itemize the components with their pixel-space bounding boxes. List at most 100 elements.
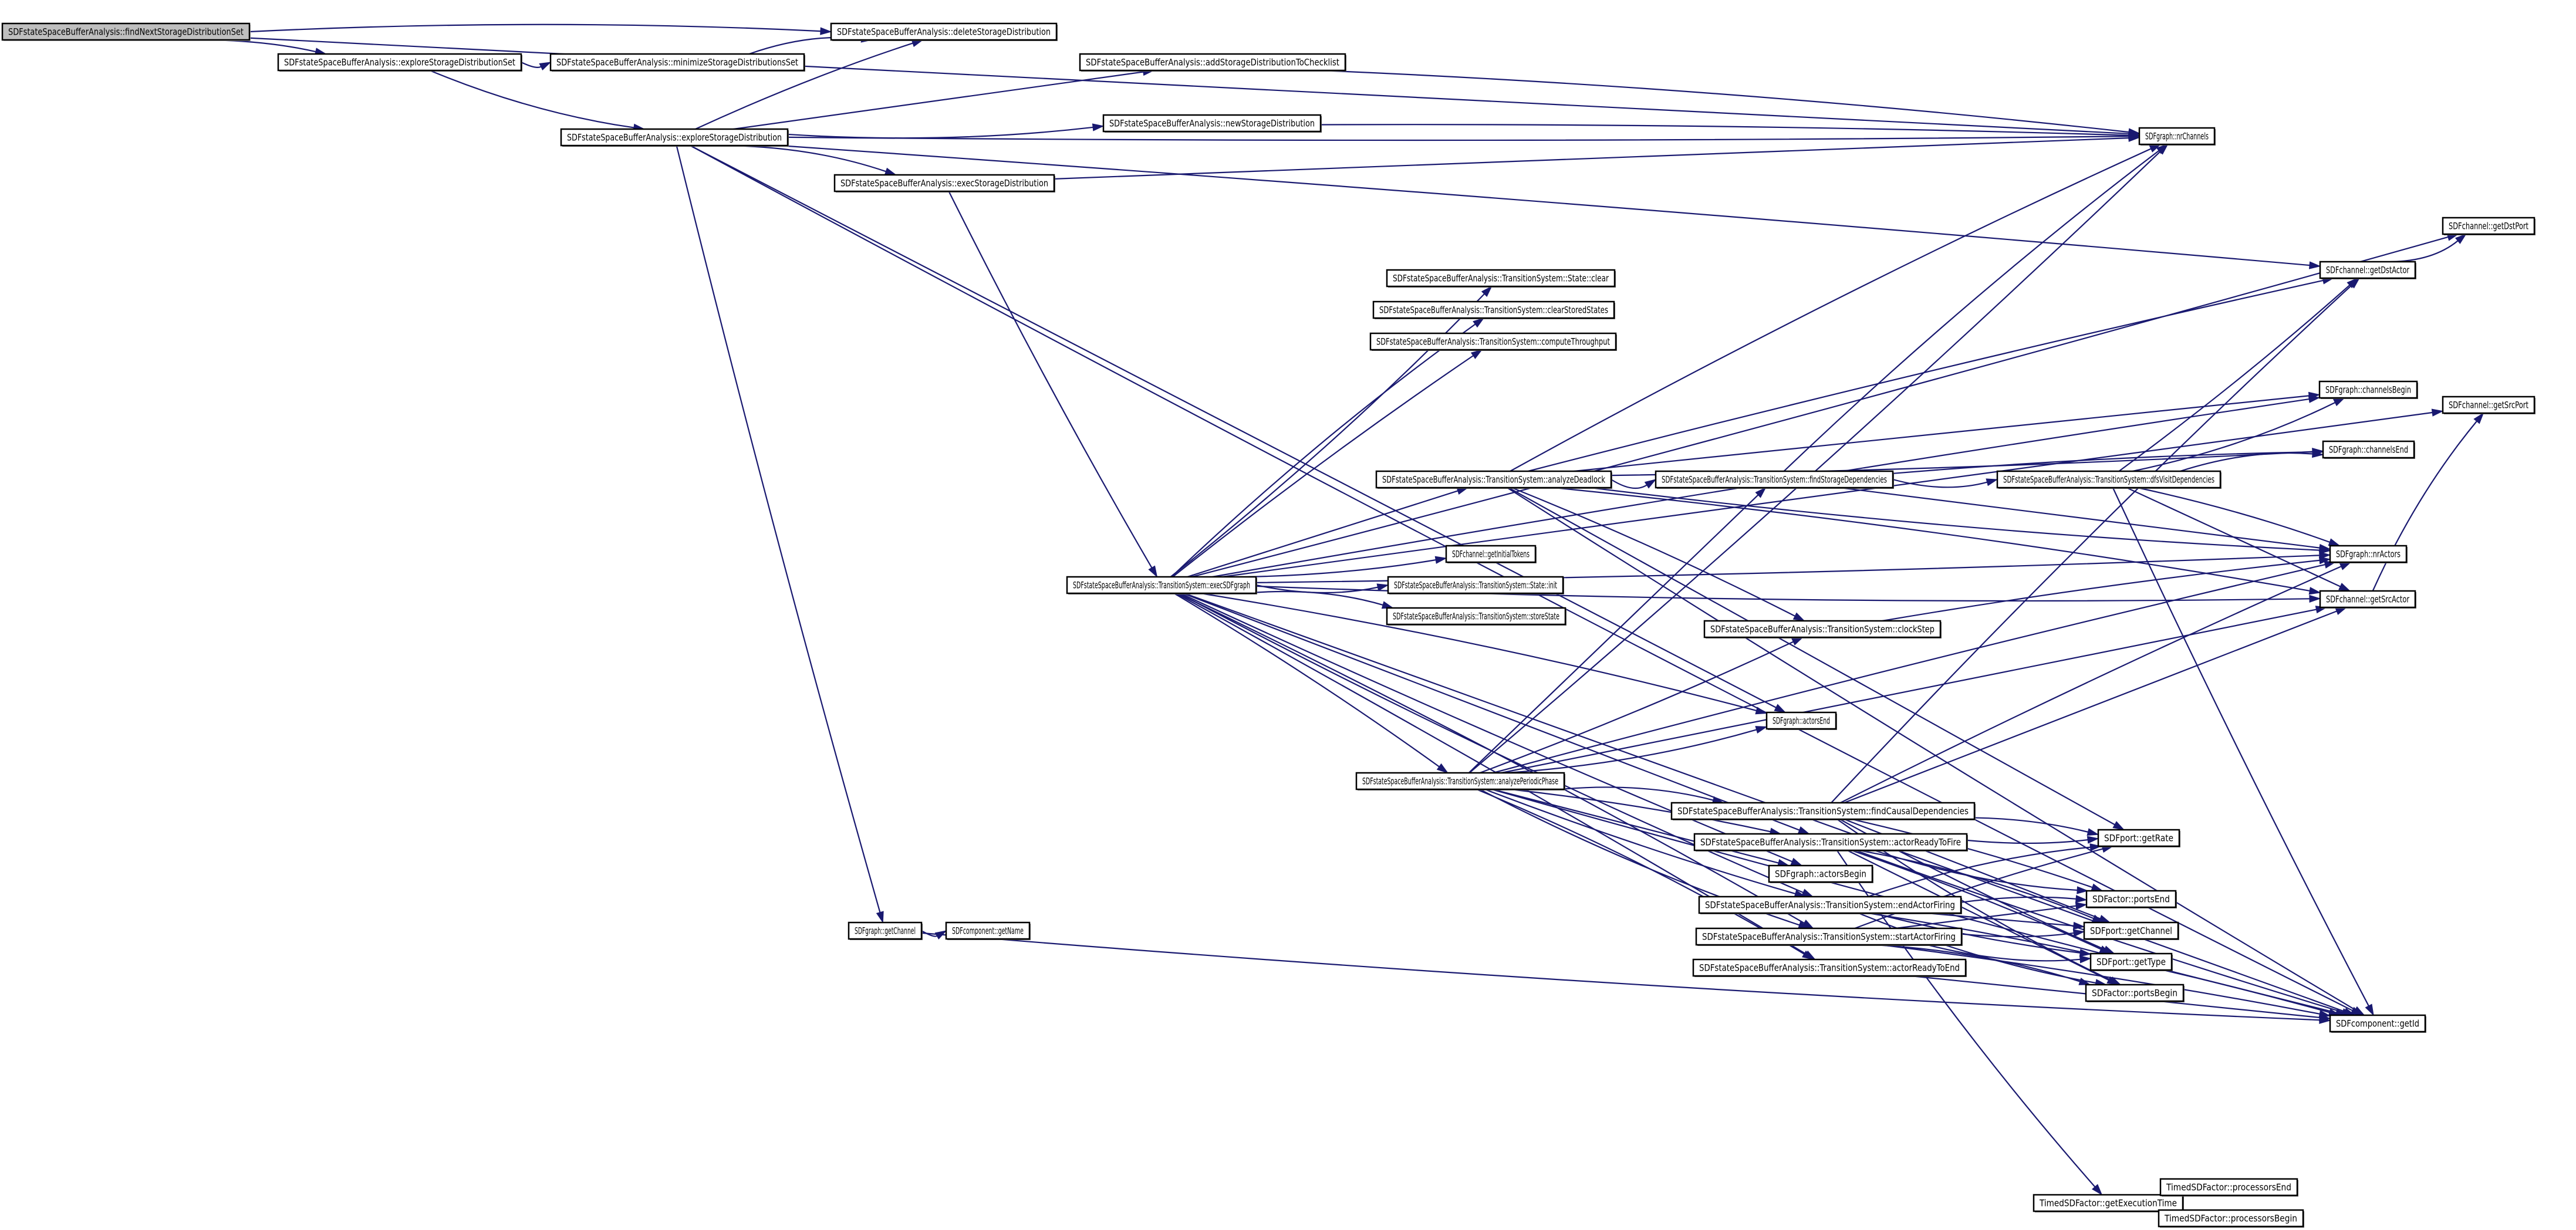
node-label: SDFstateSpaceBufferAnalysis::findNextSto… <box>8 26 244 38</box>
graph-node[interactable]: SDFstateSpaceBufferAnalysis::TransitionS… <box>1698 896 1962 914</box>
node-label: TimedSDFactor::processorsEnd <box>2166 1182 2291 1193</box>
edge-exploreSD-to-getDstActor <box>779 144 2310 266</box>
graph-node[interactable]: SDFstateSpaceBufferAnalysis::TransitionS… <box>1355 772 1565 790</box>
edge-analyzePeriodic-to-actorReadyToFire <box>1510 788 1771 833</box>
graph-node[interactable]: SDFstateSpaceBufferAnalysis::TransitionS… <box>1670 802 1976 820</box>
graph-node[interactable]: SDFport::getRate <box>2097 829 2180 847</box>
graph-node[interactable]: SDFstateSpaceBufferAnalysis::TransitionS… <box>1372 300 1615 319</box>
edge-execSDFgraph-to-computeTp <box>1172 355 1474 577</box>
edge-exploreSD-to-addToChecklist <box>733 71 1144 130</box>
edge-findStorageDeps-to-nrActors <box>1839 486 2320 549</box>
arrowhead-icon <box>2072 929 2085 937</box>
root-node[interactable]: SDFstateSpaceBufferAnalysis::findNextSto… <box>1 22 251 41</box>
arrowhead-icon <box>2308 587 2321 595</box>
graph-node[interactable]: SDFgraph::channelsBegin <box>2318 380 2418 399</box>
graph-node[interactable]: SDFactor::portsEnd <box>2085 890 2177 908</box>
graph-node[interactable]: SDFstateSpaceBufferAnalysis::execStorage… <box>833 174 1055 192</box>
graph-node[interactable]: SDFport::getType <box>2089 952 2173 971</box>
node-label: SDFstateSpaceBufferAnalysis::TransitionS… <box>1394 580 1557 591</box>
arrowhead-icon <box>1644 479 1657 489</box>
graph-node[interactable]: SDFstateSpaceBufferAnalysis::newStorageD… <box>1102 114 1322 133</box>
node-label: SDFstateSpaceBufferAnalysis::deleteStora… <box>837 26 1051 38</box>
graph-node[interactable]: SDFstateSpaceBufferAnalysis::TransitionS… <box>1655 470 1894 489</box>
graph-node[interactable]: SDFcomponent::getName <box>945 921 1031 940</box>
graph-node[interactable]: SDFstateSpaceBufferAnalysis::TransitionS… <box>1996 470 2221 489</box>
arrowhead-icon <box>1790 857 1803 866</box>
node-label: SDFactor::portsEnd <box>2092 894 2170 905</box>
graph-node[interactable]: SDFstateSpaceBufferAnalysis::TransitionS… <box>1387 576 1564 594</box>
node-box <box>1996 470 2221 489</box>
graph-node[interactable]: SDFgraph::nrActors <box>2329 545 2408 563</box>
edge-analyzeDeadlock-to-findStorageDeps <box>1611 479 1647 489</box>
node-label: SDFchannel::getDstActor <box>2326 265 2409 276</box>
node-box <box>1375 470 1612 489</box>
node-label: SDFstateSpaceBufferAnalysis::TransitionS… <box>1073 580 1250 591</box>
graph-node[interactable]: SDFgraph::nrChannels <box>2138 127 2216 146</box>
node-label: SDFstateSpaceBufferAnalysis::TransitionS… <box>1382 474 1606 485</box>
graph-node[interactable]: SDFgraph::getChannel <box>848 921 923 940</box>
node-box <box>2085 890 2177 908</box>
graph-node[interactable]: SDFgraph::actorsEnd <box>1765 711 1837 730</box>
arrowhead-icon <box>1797 826 1811 834</box>
graph-node[interactable]: SDFactor::portsBegin <box>2085 984 2185 1002</box>
node-box <box>1670 802 1976 820</box>
arrowhead-icon <box>1470 349 1483 359</box>
graph-node[interactable]: SDFchannel::getDstPort <box>2442 217 2536 235</box>
edge-execSDFgraph-to-actorReadyToFire <box>1183 592 1800 831</box>
graph-node[interactable]: SDFstateSpaceBufferAnalysis::TransitionS… <box>1375 470 1612 489</box>
edge-exploreSet-to-minimizeSet <box>521 62 542 68</box>
graph-node[interactable]: SDFchannel::getSrcPort <box>2442 396 2536 414</box>
edge-newSD-to-nrChannels <box>1320 124 2129 136</box>
node-label: SDFgraph::nrChannels <box>2145 131 2209 142</box>
graph-node[interactable]: SDFchannel::getSrcActor <box>2319 590 2416 609</box>
node-label: TimedSDFactor::getExecutionTime <box>2039 1198 2177 1209</box>
graph-node[interactable]: SDFstateSpaceBufferAnalysis::TransitionS… <box>1695 927 1963 946</box>
arrowhead-icon <box>2077 886 2089 894</box>
node-label: SDFstateSpaceBufferAnalysis::TransitionS… <box>1702 931 1956 942</box>
edge-getChannelGraph-to-getId <box>921 932 2320 1021</box>
edge-endActorFiring-to-getRate <box>1868 846 2091 898</box>
arrowhead-icon <box>2338 583 2351 592</box>
edge-analyzeDeadlock-to-getRate <box>1508 487 2115 826</box>
graph-node[interactable]: TimedSDFactor::processorsBegin <box>2158 1209 2304 1228</box>
graph-node[interactable]: SDFstateSpaceBufferAnalysis::exploreStor… <box>560 128 789 147</box>
arrowhead-icon <box>1755 707 1768 715</box>
graph-node[interactable]: SDFstateSpaceBufferAnalysis::addStorageD… <box>1079 53 1346 72</box>
node-box <box>1369 332 1617 351</box>
graph-node[interactable]: SDFport::getChannel <box>2083 921 2179 940</box>
graph-node[interactable]: SDFgraph::channelsEnd <box>2322 440 2415 459</box>
edge-findNext-to-nrChannels <box>249 37 2129 134</box>
node-box <box>1703 620 1942 638</box>
node-label: SDFgraph::channelsBegin <box>2325 384 2411 396</box>
node-box <box>2442 217 2536 235</box>
node-box <box>1066 576 1257 594</box>
graph-node[interactable]: SDFstateSpaceBufferAnalysis::TransitionS… <box>1703 620 1942 638</box>
graph-node[interactable]: SDFstateSpaceBufferAnalysis::deleteStora… <box>830 22 1058 41</box>
graph-node[interactable]: SDFstateSpaceBufferAnalysis::TransitionS… <box>1692 958 1967 977</box>
node-box <box>830 22 1058 41</box>
arrowhead-icon <box>2128 134 2141 142</box>
edge-execSDFgraph-to-getInitialTokens <box>1248 559 1436 578</box>
edge-analyzeDeadlock-to-nrChannels <box>1510 148 2152 472</box>
graph-node[interactable]: SDFstateSpaceBufferAnalysis::TransitionS… <box>1386 269 1616 288</box>
graph-node[interactable]: SDFchannel::getInitialTokens <box>1445 545 1537 563</box>
node-box <box>1 22 251 41</box>
graph-node[interactable]: SDFstateSpaceBufferAnalysis::minimizeSto… <box>549 53 805 72</box>
graph-node[interactable]: SDFstateSpaceBufferAnalysis::TransitionS… <box>1369 332 1617 351</box>
edge-endActorFiring-to-getType <box>1873 912 2081 954</box>
node-box <box>1692 958 1967 977</box>
edge-startActorFiring-to-getType <box>1927 944 2081 962</box>
graph-node[interactable]: SDFstateSpaceBufferAnalysis::exploreStor… <box>277 53 522 72</box>
graph-node[interactable]: SDFstateSpaceBufferAnalysis::TransitionS… <box>1066 576 1257 594</box>
graph-node[interactable]: SDFchannel::getDstActor <box>2319 261 2416 279</box>
edge-execSDFgraph-to-analyzePeriodic <box>1173 593 1440 768</box>
graph-node[interactable]: SDFcomponent::getId <box>2329 1014 2426 1033</box>
graph-node[interactable]: SDFgraph::actorsBegin <box>1768 864 1873 883</box>
edge-exploreSD-to-actorsEnd <box>690 145 1777 708</box>
edge-exploreSD-to-execSD <box>723 144 886 173</box>
graph-node[interactable]: TimedSDFactor::processorsEnd <box>2159 1178 2298 1197</box>
graph-node[interactable]: SDFstateSpaceBufferAnalysis::TransitionS… <box>1386 607 1566 626</box>
node-box <box>1765 711 1837 730</box>
edge-dfsVisit-to-nrActors <box>2137 486 2330 543</box>
graph-node[interactable]: SDFstateSpaceBufferAnalysis::TransitionS… <box>1693 833 1968 851</box>
